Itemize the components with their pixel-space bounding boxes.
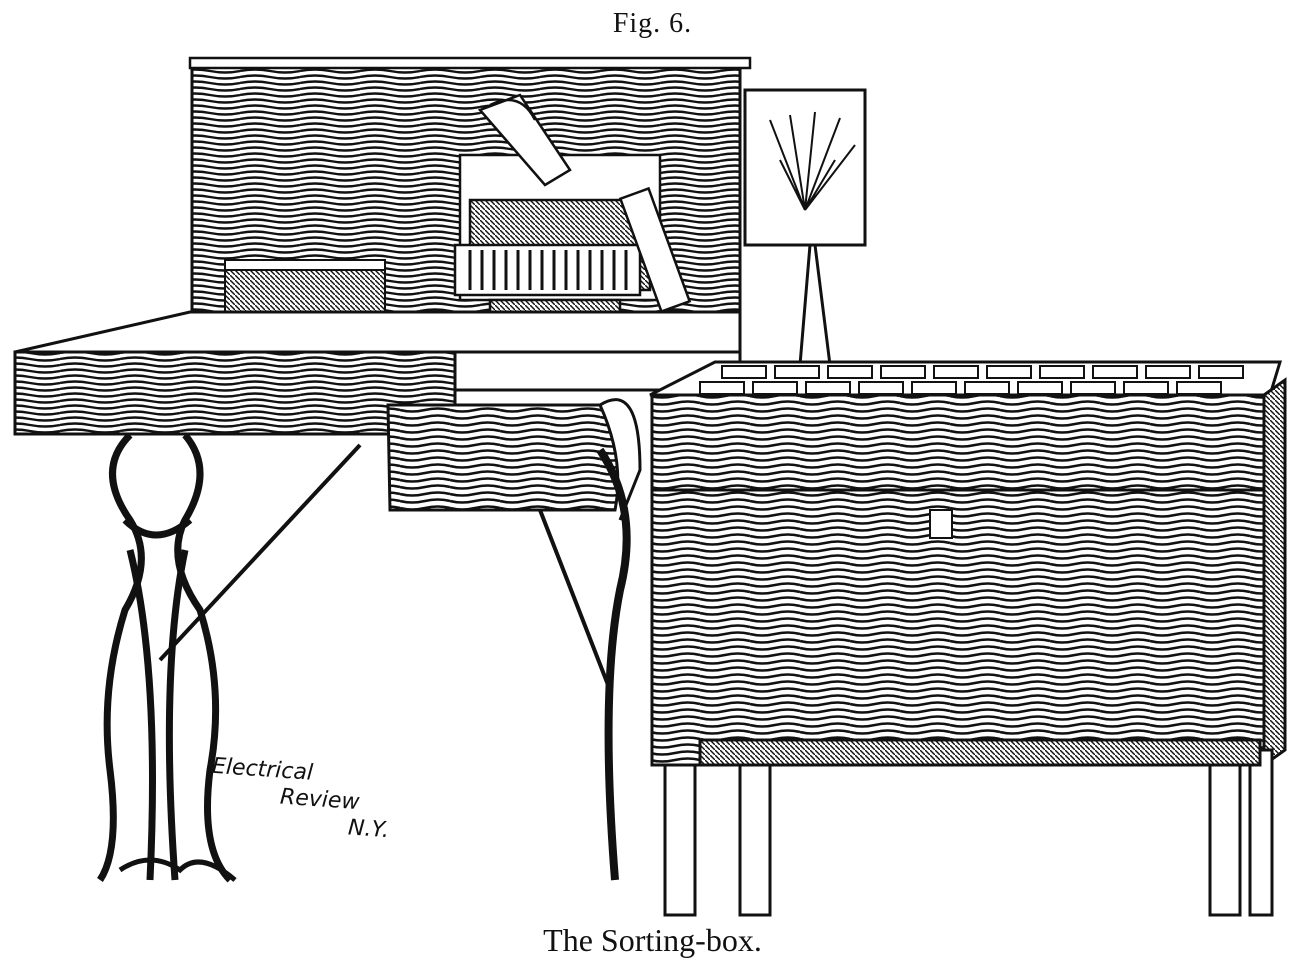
counter-dial <box>743 88 867 366</box>
card-chute <box>386 398 642 521</box>
figure-caption: The Sorting-box. <box>543 922 762 958</box>
figure-label: Fig. 6. <box>612 8 693 39</box>
sorting-box-cabinet <box>649 360 1287 768</box>
table-top <box>13 310 742 436</box>
sorting-box-stand <box>663 738 1274 917</box>
sorting-box-engraving <box>13 56 1287 917</box>
table-legs <box>97 432 631 883</box>
engraver-signature: Electrical Review N.Y. <box>211 753 390 844</box>
